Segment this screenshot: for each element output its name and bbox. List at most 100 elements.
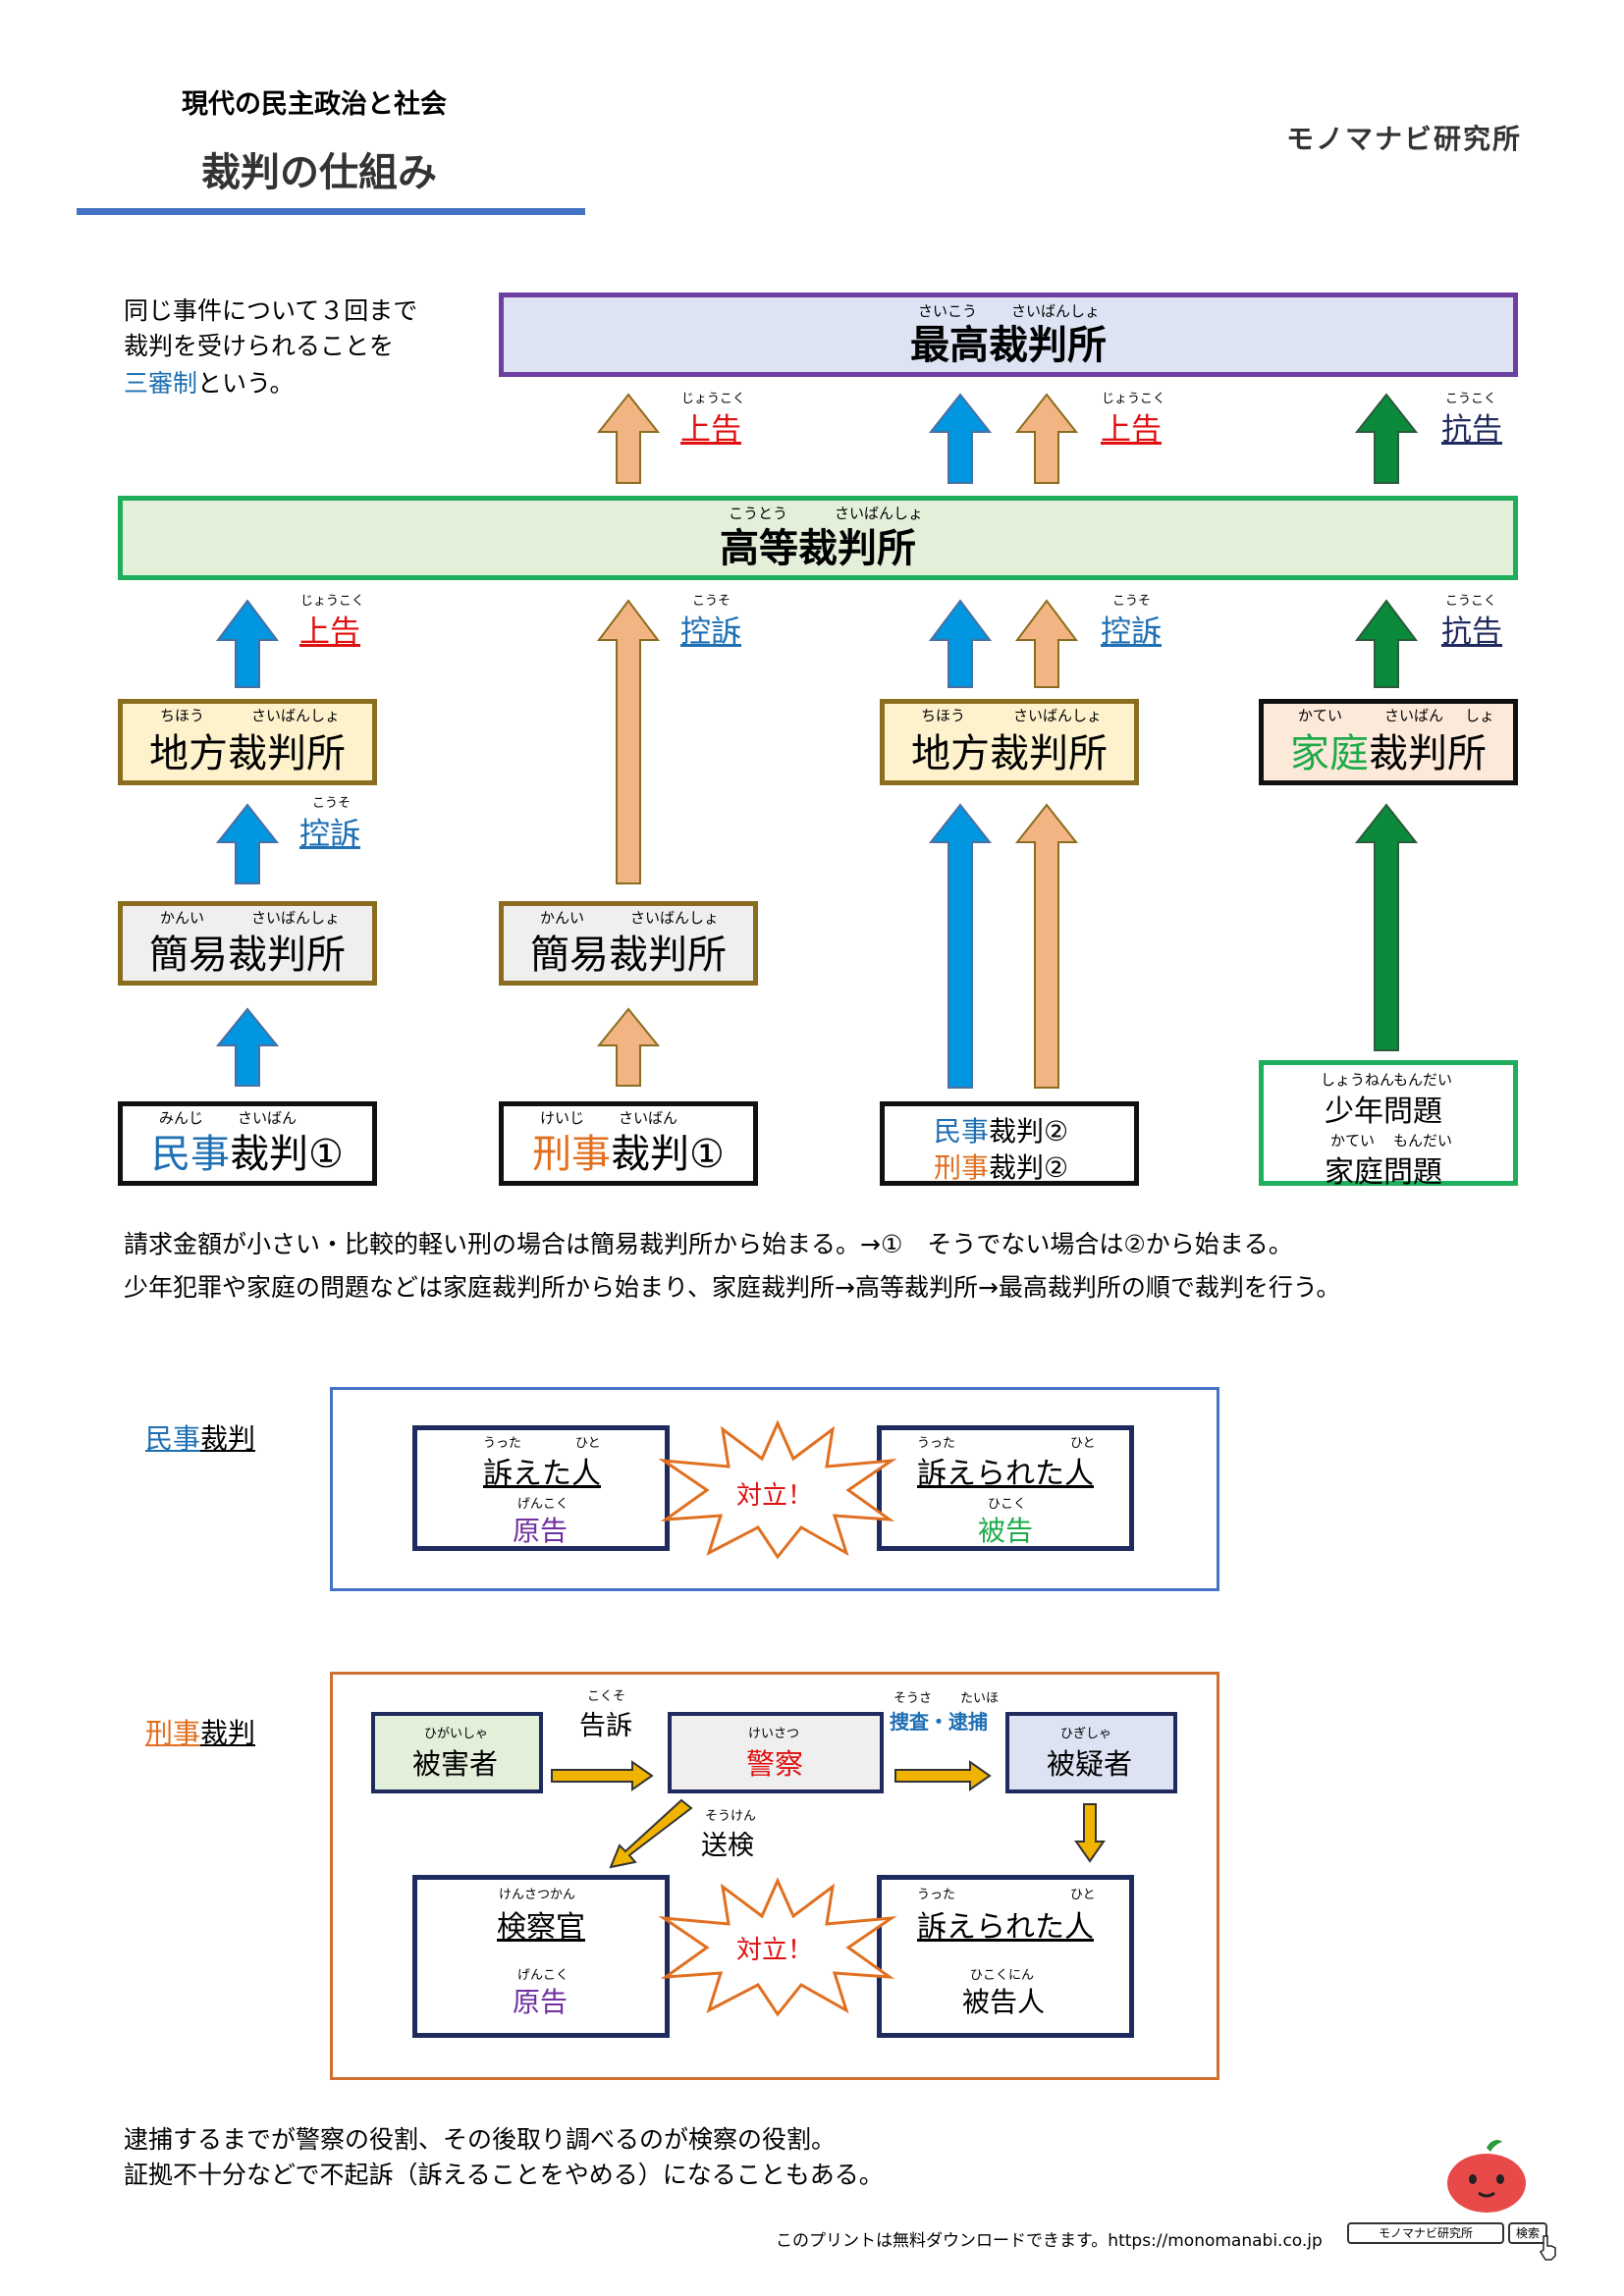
- criminal-section-label: 刑事裁判: [145, 1712, 255, 1751]
- title-underline: [77, 208, 585, 215]
- complaint-label: 告訴: [579, 1711, 632, 1741]
- arrow-high-to-supreme-orange-1: [596, 393, 661, 484]
- summary-court-2: 簡易裁判所: [499, 901, 758, 986]
- complaint-ruby: こくそ: [587, 1689, 626, 1704]
- accused-role: 被告人: [962, 1986, 1046, 2018]
- police-ruby: けいさつ: [748, 1727, 800, 1741]
- kokoku-ruby-top: こうこく: [1445, 392, 1497, 406]
- district-court-1: 地方裁判所: [118, 699, 377, 785]
- victim-label: 被害者: [412, 1747, 499, 1781]
- arrow-high-to-supreme-green: [1354, 393, 1419, 484]
- supreme-court: 最高裁判所: [499, 293, 1518, 377]
- plaintiff-box: [412, 1425, 670, 1551]
- civil-1-ruby-a: みんじ: [159, 1109, 204, 1127]
- accused-title: 訴えられた人: [917, 1910, 1094, 1945]
- investigation-ruby-a: そうさ: [893, 1691, 933, 1706]
- defendant-role-ruby: ひこく: [988, 1497, 1027, 1512]
- criminal-section-label-a: 刑事: [145, 1717, 201, 1749]
- footer-search-button-label: 検索: [1515, 2226, 1540, 2240]
- footer-search-button[interactable]: 検索: [1508, 2222, 1547, 2244]
- prosecutor-box: [412, 1875, 670, 2038]
- civil-conflict-burst: [658, 1419, 897, 1560]
- arrow-suspect-down: [1074, 1803, 1106, 1863]
- summary-1-ruby-b: さいばんしょ: [251, 909, 341, 927]
- jokoku-label-top-2: 上告: [1101, 412, 1162, 448]
- intro-line-3: 三審制という。: [124, 365, 295, 402]
- criminal-flow-arrows: [551, 1760, 1106, 1869]
- jokoku-label-top-1: 上告: [680, 412, 741, 448]
- footer-search-input[interactable]: モノマナビ研究所: [1347, 2222, 1504, 2244]
- hand-cursor-icon: [1539, 2235, 1556, 2261]
- accused-ruby-b: ひと: [1070, 1888, 1096, 1902]
- referral-label: 送検: [701, 1831, 754, 1861]
- plaintiff-role: 原告: [513, 1515, 568, 1547]
- criminal-conflict-text: 対立！: [736, 1936, 814, 1965]
- high-court: 高等裁判所: [118, 496, 1518, 580]
- civil-trial-2: 民事裁判②: [934, 1110, 1068, 1149]
- criminal-1-ruby-b: さいばん: [619, 1109, 678, 1127]
- arrow-criminal2-to-district2: [1014, 803, 1079, 1089]
- footer-note-2: 証拠不十分などで不起訴（訴えることをやめる）になることもある。: [124, 2161, 884, 2189]
- arrow-district1-to-high: [216, 599, 279, 688]
- high-court-label: 高等裁判所: [720, 526, 916, 571]
- arrow-police-to-prosecutor: [609, 1798, 693, 1869]
- juvenile-ruby-b: もんだい: [1393, 1071, 1453, 1089]
- family-court-label-b: 裁判所: [1369, 731, 1487, 776]
- arrow-victim-to-police: [551, 1760, 654, 1791]
- arrow-summary1-to-district1: [215, 1007, 280, 1087]
- plaintiff-ruby-a: うった: [483, 1436, 522, 1451]
- investigation-ruby-b: たいほ: [960, 1691, 1000, 1706]
- civil-section-label-a: 民事: [145, 1422, 201, 1455]
- civil-trial-1-a: 民事: [151, 1132, 231, 1177]
- supreme-ruby-b: さいばんしょ: [1011, 302, 1101, 320]
- arrow-family-to-high: [1355, 599, 1418, 688]
- juvenile-line-1: 少年問題: [1325, 1095, 1442, 1129]
- jokoku-ruby-mid: じょうこく: [300, 594, 365, 609]
- accused-role-ruby: ひこくにん: [970, 1968, 1035, 1983]
- page-title: 裁判の仕組み: [201, 150, 437, 195]
- district-court-2: 地方裁判所: [880, 699, 1139, 785]
- juvenile-family-issues: しょうねん もんだい 少年問題 かてい もんだい 家庭問題: [1259, 1060, 1518, 1190]
- suspect-box: [1005, 1712, 1177, 1793]
- prosecutor-role: 原告: [513, 1986, 568, 2018]
- koso-ruby-mid-1: こうそ: [692, 594, 731, 609]
- high-ruby-b: さいばんしょ: [835, 505, 924, 522]
- arrow-high-to-supreme-orange-2: [1014, 393, 1079, 484]
- koso-label-low: 控訴: [299, 817, 360, 852]
- juvenile-line-2: 家庭問題: [1325, 1155, 1442, 1190]
- civil-conflict-text: 対立！: [736, 1481, 814, 1511]
- arrow-juvenile-to-family: [1354, 803, 1419, 1051]
- summary-2-ruby-b: さいばんしょ: [630, 909, 720, 927]
- supreme-court-label: 最高裁判所: [910, 323, 1107, 368]
- family-ruby-b: さいばん: [1384, 707, 1444, 724]
- summary-court-1: 簡易裁判所: [118, 901, 377, 986]
- jokoku-ruby-top-2: じょうこく: [1102, 392, 1166, 406]
- koso-label-mid-2: 控訴: [1101, 614, 1162, 650]
- footer-search-text: モノマナビ研究所: [1378, 2226, 1473, 2240]
- arrow-summary2-to-high: [597, 599, 660, 884]
- koso-label-mid-1: 控訴: [680, 614, 741, 650]
- accused-ruby-a: うった: [917, 1888, 956, 1902]
- intro-line-1: 同じ事件について３回まで: [124, 296, 418, 325]
- criminal-1-ruby-a: けいじ: [540, 1109, 585, 1127]
- family-issue-ruby-b: もんだい: [1393, 1132, 1453, 1149]
- family-issue-ruby-a: かてい: [1330, 1132, 1376, 1149]
- koso-ruby-mid-2: こうそ: [1112, 594, 1152, 609]
- high-ruby-a: こうとう: [729, 505, 788, 522]
- civil-section-label: 民事裁判: [145, 1417, 255, 1457]
- defendant-role: 被告: [978, 1515, 1034, 1547]
- district-court-1-label: 地方裁判所: [149, 731, 346, 776]
- family-ruby-a: かてい: [1298, 707, 1343, 724]
- civil-trial-1: 民事裁判①: [118, 1101, 377, 1186]
- criminal-trial-1-a: 刑事: [532, 1132, 612, 1177]
- criminal-trial-1: 刑事裁判①: [499, 1101, 758, 1186]
- investigation-label: 捜査・逮捕: [890, 1710, 988, 1734]
- summary-court-1-label: 簡易裁判所: [149, 933, 346, 978]
- apple-mascot-icon: [1447, 2140, 1526, 2213]
- plaintiff-role-ruby: げんこく: [517, 1497, 569, 1512]
- defendant-ruby-b: ひと: [1070, 1436, 1096, 1451]
- arrow-high-to-supreme-blue: [928, 393, 993, 484]
- prosecutor-ruby: けんさつかん: [499, 1888, 576, 1902]
- jokoku-label-mid: 上告: [299, 614, 360, 650]
- civil-frame: [330, 1387, 1219, 1591]
